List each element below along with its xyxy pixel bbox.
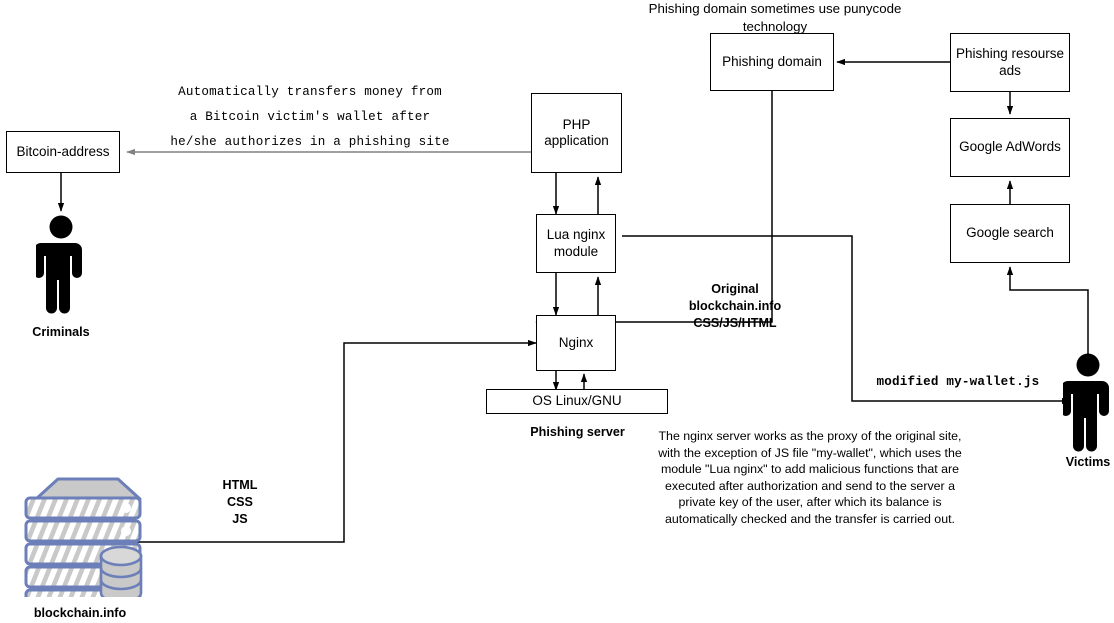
blockchain-server-rack-icon [24,477,143,597]
node-bitcoin-address-label: Bitcoin-address [16,143,110,159]
criminals-label: Criminals [32,325,90,339]
nginx-description-line4: executed after authorization and send to… [665,478,955,493]
node-lua-nginx-module-label-line2: module [553,243,599,259]
nginx-description-line5: private key of the user, after which its… [678,495,942,509]
node-nginx-label: Nginx [558,334,594,350]
html-css-js-note-line3: JS [232,512,248,526]
node-bitcoin-address[interactable]: Bitcoin-address [6,131,120,173]
victims-label: Victims [1065,455,1111,469]
node-phishing-resourse-ads[interactable]: Phishing resourse ads [950,33,1070,92]
transfer-note-line2: a Bitcoin victim's wallet after [189,110,431,125]
nginx-description-line3: module "Lua nginx" to add malicious func… [660,462,960,476]
original-assets-note-line1: Original [711,282,759,296]
punycode-note: Phishing domain sometimes use punycode t… [640,0,910,36]
original-assets-note: Original blockchain.info CSS/JS/HTML [650,281,820,332]
node-php-application[interactable]: PHP application [531,93,622,173]
phishing-server-caption: Phishing server [530,425,625,439]
html-css-js-note-line2: CSS [227,495,253,509]
transfer-note: Automatically transfers money from a Bit… [160,80,460,156]
node-phishing-domain[interactable]: Phishing domain [710,33,834,91]
nginx-description: The nginx server works as the proxy of t… [655,428,965,527]
transfer-note-line3: he/she authorizes in a phishing site [170,135,450,150]
wire-victims-to-google-search [1006,266,1089,360]
punycode-note-line2: technology [742,18,808,34]
blockchain-info-label: blockchain.info [33,606,127,620]
nginx-description-line2: with the exception of JS file "my-wallet… [658,445,962,460]
node-phishing-domain-label: Phishing domain [722,53,822,69]
criminals-person-icon [36,215,82,314]
node-google-search-label: Google search [966,225,1054,241]
node-google-adwords[interactable]: Google AdWords [950,118,1070,177]
node-google-adwords-label: Google AdWords [959,139,1061,155]
node-php-application-label: PHP application [544,116,609,148]
html-css-js-note-line1: HTML [222,478,258,492]
node-phishing-resourse-ads-label-line1: Phishing resourse [955,46,1065,62]
html-css-js-note: HTML CSS JS [195,477,285,528]
original-assets-note-line3: CSS/JS/HTML [693,316,777,330]
node-google-search[interactable]: Google search [950,204,1070,263]
transfer-note-line1: Automatically transfers money from [178,85,442,99]
node-lua-nginx-module-label-line1: Lua nginx [546,227,606,243]
nginx-description-line6: automatically checked and the transfer i… [665,511,955,526]
punycode-note-line1: Phishing domain sometimes use punycode [648,1,902,16]
nginx-description-line1: The nginx server works as the proxy of t… [658,429,962,443]
victims-person-icon [1063,353,1109,452]
node-lua-nginx-module[interactable]: Lua nginx module [536,214,616,273]
node-os-linux-gnu-label: OS Linux/GNU [532,393,622,409]
node-nginx[interactable]: Nginx [536,315,616,371]
node-os-linux-gnu[interactable]: OS Linux/GNU [486,389,668,414]
node-phishing-resourse-ads-label-line2: ads [999,62,1021,78]
original-assets-note-line2: blockchain.info [688,299,782,313]
modified-wallet-note: modified my-wallet.js [876,375,1040,389]
